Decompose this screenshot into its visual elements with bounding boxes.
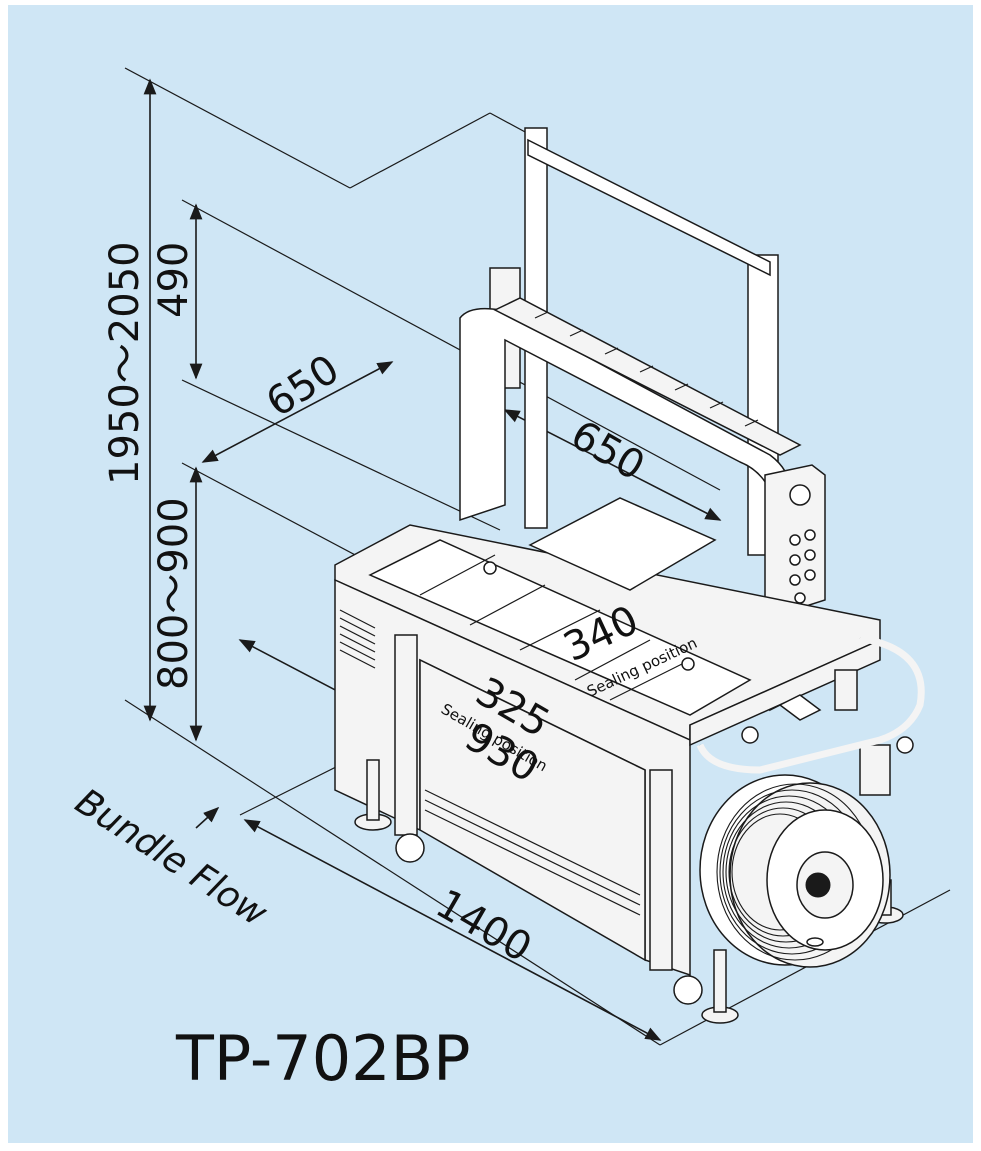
- bundle-flow-label: Bundle Flow: [68, 781, 274, 935]
- dim-arch-width-outer: 650: [258, 346, 347, 426]
- dim-table-height: 800～900: [151, 497, 197, 690]
- dim-total-height: 1950～2050: [102, 241, 148, 485]
- strapping-machine: [334, 127, 925, 1024]
- dim-arch-height: 490: [151, 242, 197, 318]
- dim-length-1400: 1400: [428, 881, 539, 972]
- model-name: TP-702BP: [175, 1022, 471, 1095]
